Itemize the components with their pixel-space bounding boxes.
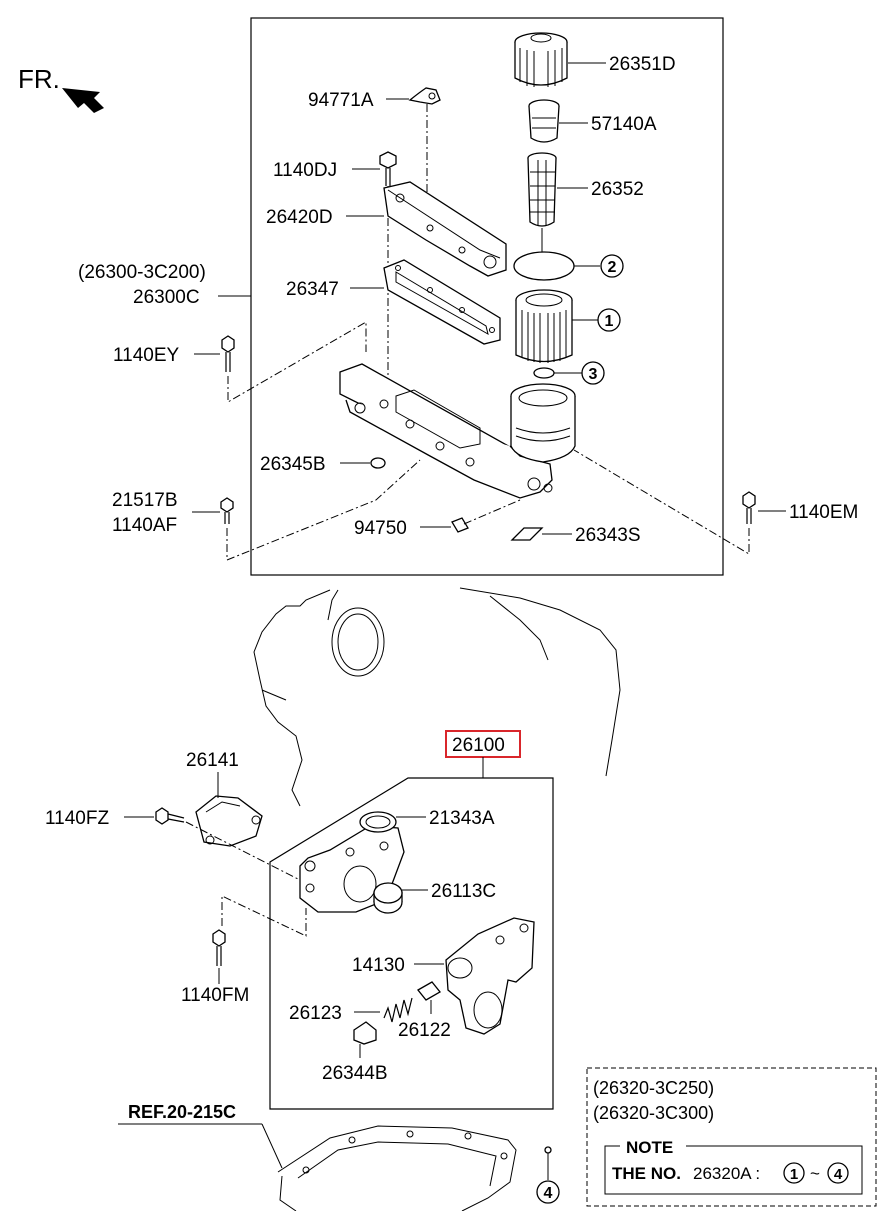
- label-26141: 26141: [186, 750, 239, 771]
- filter-cap-part[interactable]: [514, 32, 568, 87]
- bolt-1140AF-part[interactable]: [220, 497, 234, 524]
- label-ref-20-215C: REF.20-215C: [128, 1102, 236, 1122]
- note-ref-1: (26320-3C250): [593, 1078, 714, 1098]
- drain-plug-4-part[interactable]: [544, 1146, 552, 1154]
- filter-valve-part[interactable]: [528, 99, 560, 143]
- label-1140DJ: 1140DJ: [273, 160, 337, 181]
- label-26420D: 26420D: [266, 207, 333, 228]
- spring-26123-part[interactable]: [383, 997, 413, 1023]
- label-1140FZ: 1140FZ: [45, 808, 109, 829]
- callout-1-icon: [597, 308, 621, 332]
- plunger-26122-part[interactable]: [417, 981, 441, 1001]
- bolt-1140EM-part[interactable]: [742, 491, 756, 524]
- bushing-26113C-part[interactable]: [373, 882, 403, 914]
- oil-pump-group-frame: [269, 777, 554, 1110]
- filter-housing-cup-part[interactable]: [510, 383, 576, 463]
- oil-strainer-14130-part[interactable]: [445, 917, 535, 1035]
- callout-3-text: 3: [589, 366, 598, 383]
- label-26122: 26122: [398, 1020, 451, 1041]
- note-tilde: ~: [810, 1164, 820, 1183]
- callout-2-icon: [600, 254, 624, 278]
- label-26344B: 26344B: [322, 1063, 388, 1084]
- oring-part-2[interactable]: [513, 251, 575, 281]
- cooler-cover-26420D-part[interactable]: [383, 181, 507, 277]
- bolt-1140EY-part[interactable]: [221, 335, 235, 372]
- label-94771A: 94771A: [308, 90, 374, 111]
- oil-pan-part: [277, 1125, 517, 1211]
- label-14130: 14130: [352, 955, 405, 976]
- label-57140A: 57140A: [591, 114, 657, 135]
- bolt-1140FZ-part[interactable]: [155, 807, 185, 825]
- label-26300-ref: (26300-3C200): [78, 262, 206, 283]
- label-1140EM: 1140EM: [789, 502, 858, 523]
- plug-26345B-part[interactable]: [370, 457, 386, 469]
- label-26351D: 26351D: [609, 54, 676, 75]
- note-callout-4-text: 4: [834, 1166, 843, 1183]
- note-title: NOTE: [626, 1138, 673, 1157]
- callout-2-text: 2: [608, 259, 617, 276]
- label-26113C: 26113C: [431, 881, 496, 902]
- label-1140EY: 1140EY: [113, 345, 180, 366]
- plug-26344B-part[interactable]: [353, 1021, 377, 1045]
- label-94750: 94750: [354, 518, 407, 539]
- note-prefix: THE NO.: [612, 1164, 681, 1183]
- callout-3-icon: [581, 361, 605, 385]
- filter-element-part[interactable]: [527, 152, 557, 262]
- note-outer-box: [586, 1067, 877, 1207]
- callout-1-text: 1: [605, 313, 614, 330]
- plate-26343S-part[interactable]: [510, 527, 544, 541]
- oil-cooler-housing-part[interactable]: [339, 363, 553, 499]
- oring-part-3[interactable]: [533, 367, 555, 379]
- label-26347: 26347: [286, 279, 339, 300]
- note-callout-1-text: 1: [790, 1166, 798, 1183]
- front-direction-label: FR.: [18, 64, 60, 94]
- label-1140FM: 1140FM: [181, 985, 249, 1006]
- label-21517B: 21517B: [112, 490, 178, 511]
- label-26343S: 26343S: [575, 525, 641, 546]
- callout-4-icon: [536, 1180, 560, 1204]
- front-direction-arrow-icon: [62, 88, 104, 113]
- label-26100: 26100: [452, 735, 505, 756]
- note-callout-4-icon: [827, 1162, 849, 1184]
- label-1140AF: 1140AF: [112, 515, 177, 536]
- label-26352: 26352: [591, 179, 644, 200]
- note-part: 26320A :: [693, 1164, 760, 1183]
- filter-cartridge-part[interactable]: [515, 289, 573, 363]
- note-callout-1-icon: [783, 1162, 805, 1184]
- label-26123: 26123: [289, 1003, 342, 1024]
- note-inner-box: [604, 1145, 863, 1195]
- gasket-26347-part[interactable]: [383, 259, 501, 345]
- seal-21343A-part[interactable]: [359, 811, 397, 833]
- engine-block-outline: [253, 587, 621, 807]
- chain-guide-26141-part[interactable]: [195, 795, 263, 847]
- sensor-94750-part[interactable]: [451, 499, 521, 533]
- label-26300C: 26300C: [133, 287, 200, 308]
- label-26345B: 26345B: [260, 454, 326, 475]
- note-title-mask: [620, 1136, 686, 1156]
- callout-4-text: 4: [544, 1185, 553, 1202]
- bolt-1140FM-part[interactable]: [212, 929, 226, 966]
- label-21343A: 21343A: [429, 808, 495, 829]
- note-ref-2: (26320-3C300): [593, 1103, 714, 1123]
